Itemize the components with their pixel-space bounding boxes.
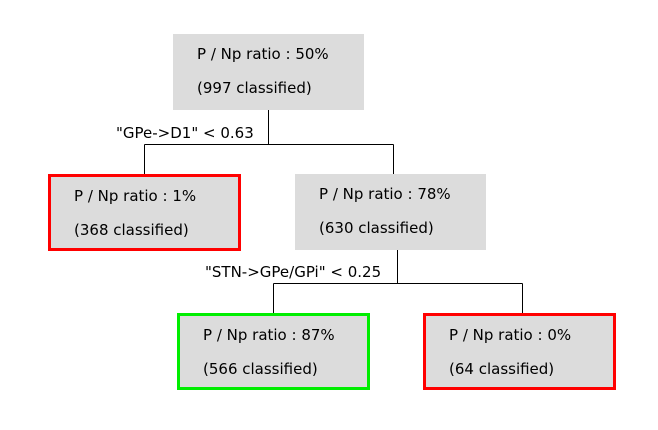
node-right-2-ratio: P / Np ratio : 0% (449, 326, 572, 344)
node-root-ratio: P / Np ratio : 50% (197, 45, 329, 63)
node-root-classified: (997 classified) (197, 79, 312, 97)
node-right-2: P / Np ratio : 0% (64 classified) (423, 313, 616, 390)
node-left-2-ratio: P / Np ratio : 87% (203, 326, 335, 344)
node-right-2-classified: (64 classified) (449, 360, 555, 378)
node-right-1-classified: (630 classified) (319, 219, 434, 237)
split-condition-root: "GPe->D1" < 0.63 (116, 124, 254, 142)
node-right-1: P / Np ratio : 78% (630 classified) (295, 174, 486, 250)
node-left-2: P / Np ratio : 87% (566 classified) (177, 313, 370, 390)
node-left-2-classified: (566 classified) (203, 360, 318, 378)
node-right-1-ratio: P / Np ratio : 78% (319, 185, 451, 203)
node-root: P / Np ratio : 50% (997 classified) (173, 34, 364, 110)
node-left-1: P / Np ratio : 1% (368 classified) (48, 174, 241, 251)
split-condition-right-1: "STN->GPe/GPi" < 0.25 (205, 263, 382, 281)
node-left-1-ratio: P / Np ratio : 1% (74, 187, 197, 205)
node-left-1-classified: (368 classified) (74, 221, 189, 239)
